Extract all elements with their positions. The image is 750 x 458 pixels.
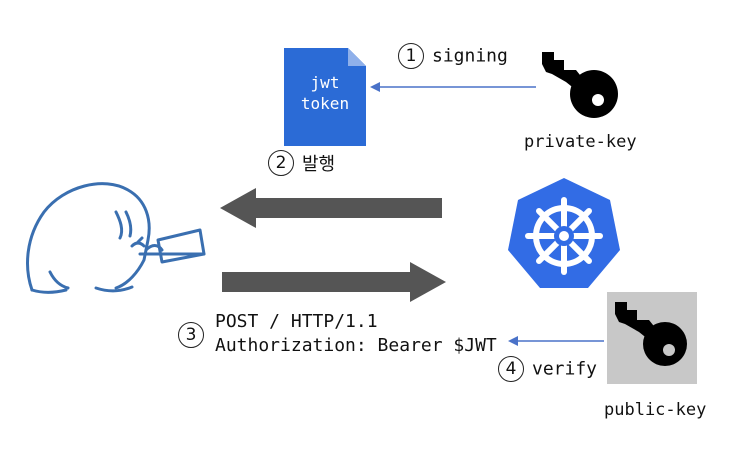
key-icon [542, 52, 618, 118]
step3-block: 3 [178, 320, 212, 348]
public-key-box [607, 292, 697, 384]
key-icon [615, 302, 687, 366]
step2-text: 발행 [302, 154, 336, 175]
document-icon: jwt token [284, 48, 366, 146]
signing-arrow [370, 82, 536, 92]
token-line2: token [301, 94, 349, 113]
public-key-label: public-key [604, 400, 707, 420]
request-line: POST / HTTP/1.1 [215, 311, 378, 332]
kubernetes-helm-icon [508, 178, 620, 288]
step4-label: 4 verify [498, 356, 597, 382]
step2-label: 2 발행 [268, 150, 335, 176]
step4-text: verify [532, 358, 598, 380]
client-sketch [26, 182, 206, 294]
token-line1: jwt [311, 73, 340, 92]
step2-number: 2 [268, 150, 294, 176]
step3-text: POST / HTTP/1.1 Authorization: Bearer $J… [215, 310, 497, 358]
request-arrow [222, 262, 446, 302]
step3-number: 3 [178, 322, 204, 348]
issue-arrow [220, 188, 442, 228]
step1-number: 1 [398, 43, 424, 69]
auth-header-line: Authorization: Bearer $JWT [215, 335, 497, 356]
step4-number: 4 [498, 356, 524, 382]
step1-text: signing [432, 45, 508, 67]
step1-label: 1 signing [398, 43, 508, 69]
verify-arrow [508, 336, 604, 346]
private-key-label: private-key [524, 132, 637, 152]
